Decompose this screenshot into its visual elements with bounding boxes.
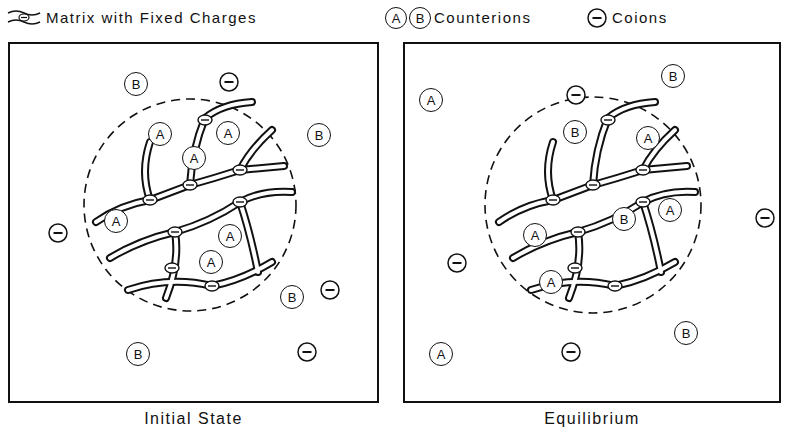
counterion-sample: A (385, 7, 407, 29)
coion (220, 73, 238, 91)
matrix-sample (8, 11, 40, 24)
counterion-circle: A (419, 88, 443, 112)
panel-caption: Initial State (10, 410, 377, 428)
ion-letter: B (134, 348, 143, 361)
panel-frame: EquilibriumABABBAABAA (403, 42, 781, 403)
ion-letter: B (132, 78, 141, 91)
counterion-sample: B (409, 7, 431, 29)
counterion-circle: B (612, 207, 636, 231)
ion-letter: B (620, 213, 629, 226)
counterion-circle: A (539, 270, 563, 294)
coion (756, 209, 774, 227)
coion-sample (588, 9, 606, 27)
ion-letter: B (571, 126, 580, 139)
ion-letter: A (156, 128, 165, 141)
ion-letter: B (416, 12, 425, 25)
ion-letter: B (315, 129, 324, 142)
coion (49, 224, 67, 242)
resin-matrix (499, 102, 695, 298)
counterion-circle: A (104, 209, 128, 233)
resin-bead (84, 99, 296, 311)
counterion-circle: A (523, 223, 547, 247)
coion (448, 254, 466, 272)
legend-text: Matrix with Fixed Charges (46, 9, 257, 26)
counterion-circle: A (218, 224, 242, 248)
ion-letter: A (226, 230, 235, 243)
resin-bead (485, 97, 701, 313)
panel-frame: Initial StateBBBBAAAAAA (8, 42, 379, 403)
counterion-circle: A (216, 121, 240, 145)
counterion-circle: B (563, 120, 587, 144)
coion (562, 343, 580, 361)
ion-letter: A (547, 276, 556, 289)
panel-caption: Equilibrium (405, 410, 779, 428)
ion-letter: A (392, 12, 401, 25)
ion-letter: A (112, 215, 121, 228)
ion-letter: A (666, 204, 675, 217)
counterion-circle: A (182, 146, 206, 170)
counterion-circle: B (126, 342, 150, 366)
counterion-circle: B (124, 72, 148, 96)
coion (321, 281, 339, 299)
resin-matrix (96, 102, 292, 298)
coion (298, 343, 316, 361)
ion-letter: A (437, 348, 446, 361)
ion-letter: A (224, 127, 233, 140)
counterion-circle: B (674, 321, 698, 345)
coion (567, 86, 585, 104)
ion-letter: A (190, 152, 199, 165)
counterion-circle: A (636, 126, 660, 150)
ion-letter: B (669, 70, 678, 83)
ion-letter: B (682, 327, 691, 340)
legend-text: Counterions (434, 9, 531, 26)
counterion-circle: A (199, 250, 223, 274)
counterion-circle: A (658, 198, 682, 222)
ion-letter: A (644, 132, 653, 145)
counterion-circle: B (307, 123, 331, 147)
ion-letter: A (427, 94, 436, 107)
legend-text: Coions (612, 9, 668, 26)
ion-letter: A (207, 256, 216, 269)
counterion-circle: B (280, 285, 304, 309)
counterion-circle: B (661, 64, 685, 88)
ion-letter: A (531, 229, 540, 242)
ion-letter: B (288, 291, 297, 304)
counterion-circle: A (148, 122, 172, 146)
counterion-circle: A (429, 342, 453, 366)
